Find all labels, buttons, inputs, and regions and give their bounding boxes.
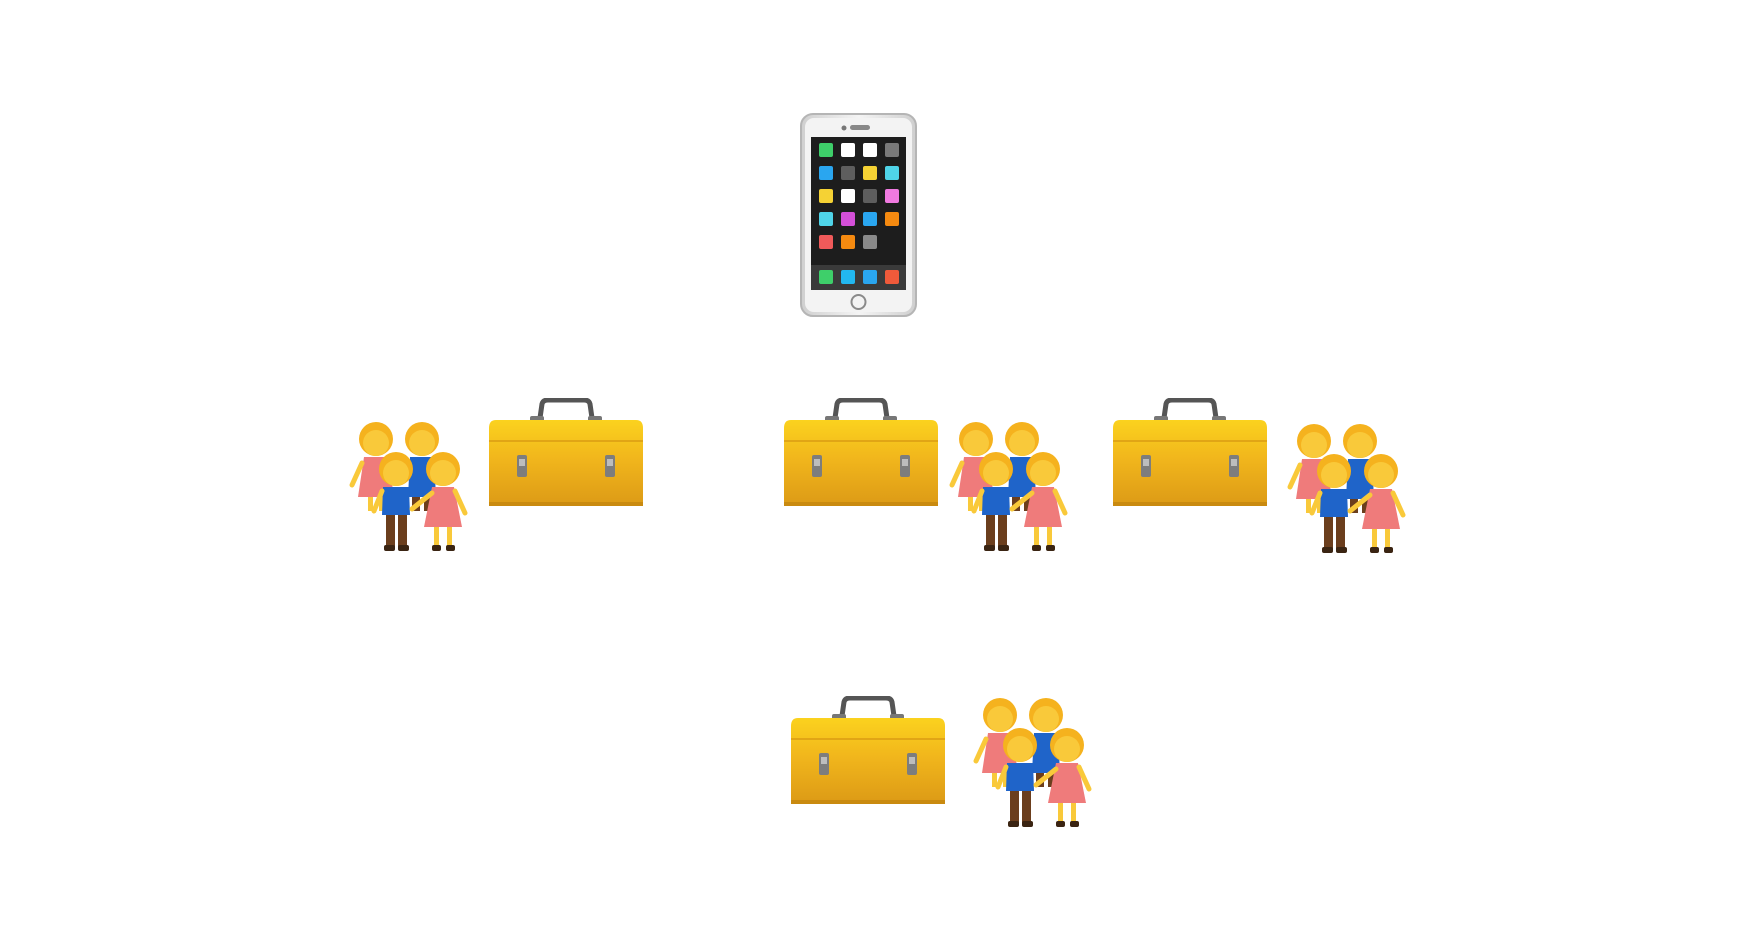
toolbox-icon (488, 398, 644, 508)
family-icon (346, 419, 470, 553)
family-icon (946, 419, 1070, 553)
toolbox-icon (1112, 398, 1268, 508)
toolbox-icon (790, 696, 946, 806)
family-icon (970, 695, 1094, 829)
toolbox-icon (783, 398, 939, 508)
family-icon (1284, 421, 1408, 555)
mobile-phone-icon (800, 113, 917, 317)
